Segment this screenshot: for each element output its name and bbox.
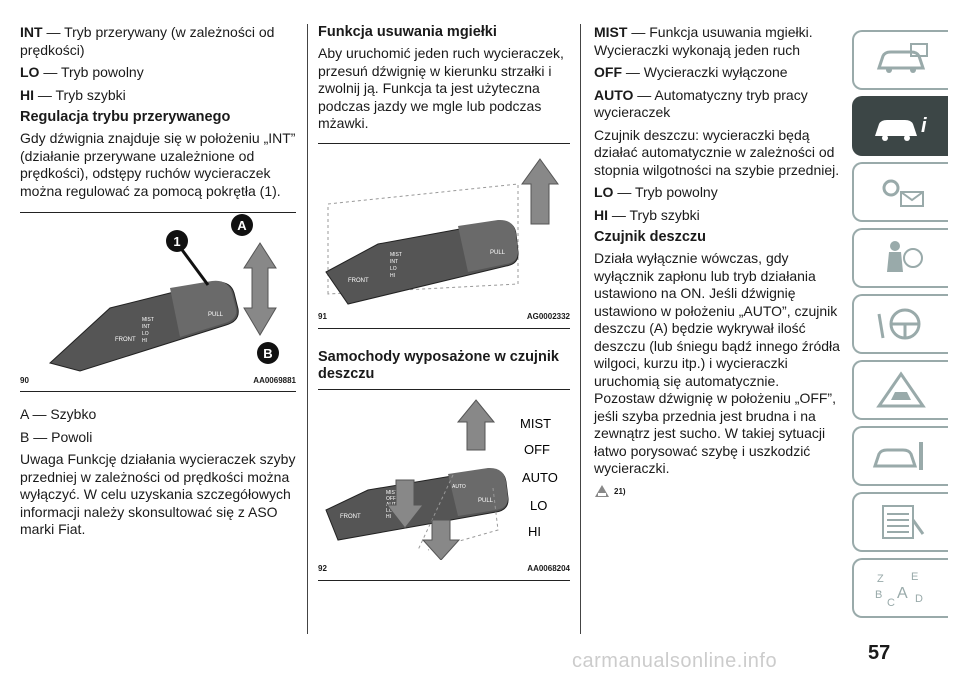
warning-car-icon — [595, 485, 609, 498]
column-divider — [307, 24, 308, 634]
legend-a: A — Szybko — [20, 406, 97, 422]
def-int: INT — Tryb przerywany (w zależności od p… — [20, 24, 275, 58]
car-info-icon: i — [875, 115, 927, 141]
warning-triangle-icon — [876, 371, 926, 408]
tab-safety[interactable] — [852, 228, 948, 288]
footer-watermark: carmanualsonline.info — [572, 650, 778, 672]
svg-text:MIST: MIST — [390, 252, 402, 258]
para-intermittent: Gdy dźwignia znajduje się w położeniu „I… — [20, 130, 296, 199]
note-text: Uwaga Funkcję działania wycieraczek szyb… — [20, 451, 296, 537]
figure-caption: 91 AG0002332 — [318, 312, 570, 321]
svg-text:E: E — [911, 571, 918, 583]
stalk-label-lo: LO — [142, 331, 149, 337]
def-mist: MIST — Funkcja usuwania mgiełki. Wyciera… — [594, 24, 813, 58]
heading-rain-sensor-2: Czujnik deszczu — [594, 229, 706, 245]
heading-rain-sensor: Samochody wyposażone w czujnik deszczu — [318, 348, 559, 382]
def-auto: AUTO — Automatyczny tryb pracy wycieracz… — [594, 86, 808, 121]
column-2: Funkcja usuwania mgiełki Aby uruchomić j… — [318, 24, 570, 595]
para-rain-sensor-2: Działa wyłącznie wówczas, gdy wyłącznik … — [594, 250, 840, 476]
svg-text:Z: Z — [877, 573, 884, 585]
svg-text:i: i — [921, 115, 927, 137]
legend-b: B — Powoli — [20, 428, 93, 445]
callout-mist: MIST — [520, 416, 551, 431]
column-1: INT — Tryb przerywany (w zależności od p… — [20, 24, 296, 544]
warning-reference: 21) — [594, 483, 842, 501]
svg-text:A: A — [897, 585, 908, 602]
callout-hi: HI — [528, 524, 541, 539]
up-arrow-icon — [521, 157, 559, 224]
stalk-label-hi: HI — [142, 338, 147, 344]
heading-intermittent: Regulacja trybu przerywanego — [20, 109, 231, 125]
callout-auto: AUTO — [522, 470, 558, 485]
up-arrow-icon — [456, 398, 496, 450]
svg-text:B: B — [263, 346, 272, 361]
def-lo: LO — Tryb powolny — [594, 184, 718, 200]
wiper-stalk-illustration: FRONT MIST INT LO HI PULL 1 A B — [48, 214, 279, 372]
lights-mail-icon — [882, 179, 924, 207]
def-lo: LO — Tryb powolny — [20, 64, 144, 80]
svg-text:INT: INT — [390, 259, 398, 265]
stalk-pull-label: PULL — [208, 312, 224, 318]
wiper-stalk-mist-illustration: FRONT MIST INT LO HI PULL — [325, 157, 559, 305]
page-number: 57 — [868, 642, 891, 664]
svg-text:FRONT: FRONT — [340, 514, 361, 520]
stalk-front-label: FRONT — [115, 337, 136, 343]
car-service-icon — [872, 442, 923, 470]
svg-text:HI: HI — [386, 514, 391, 520]
def-hi: HI — Tryb szybki — [594, 206, 700, 223]
callout-1-icon — [166, 230, 188, 252]
column-divider — [580, 24, 581, 634]
svg-text:MIST: MIST — [386, 490, 398, 496]
tab-car-info[interactable]: i — [852, 96, 948, 156]
svg-text:C: C — [887, 597, 895, 608]
svg-text:1: 1 — [173, 234, 180, 249]
rain-sensor-stalk-illustration: FRONT MIST OFF AUTO LO HI AUTO PULL MIST… — [325, 398, 558, 561]
para-rain-sensor-1: Czujnik deszczu: wycieraczki będą działa… — [594, 126, 840, 178]
stalk-label-mist: MIST — [142, 317, 154, 323]
tab-maintenance[interactable] — [852, 426, 948, 486]
tab-lights[interactable] — [852, 162, 948, 222]
tab-emergency[interactable] — [852, 360, 948, 420]
figure-91: FRONT MIST INT LO HI PULL 91 AG0002332 — [318, 142, 570, 329]
svg-text:PULL: PULL — [478, 498, 494, 504]
stalk-label-int: INT — [142, 324, 150, 330]
column-3: MIST — Funkcja usuwania mgiełki. Wyciera… — [594, 24, 842, 500]
spec-list-icon — [882, 505, 925, 539]
figure-caption: 90 AA0069881 — [20, 375, 296, 385]
heading-mist: Funkcja usuwania mgiełki — [318, 24, 497, 40]
svg-text:A: A — [237, 218, 247, 233]
rotate-arrow-icon — [243, 242, 277, 336]
figure-92: FRONT MIST OFF AUTO LO HI AUTO PULL MIST… — [318, 388, 570, 581]
car-dashboard-icon — [876, 43, 928, 73]
svg-text:LO: LO — [390, 266, 397, 272]
svg-text:PULL: PULL — [490, 250, 506, 256]
tab-driving[interactable] — [852, 294, 948, 354]
callout-lo: LO — [530, 498, 547, 513]
svg-text:HI: HI — [390, 273, 395, 279]
svg-text:LO: LO — [386, 508, 393, 514]
tab-specs[interactable] — [852, 492, 948, 552]
svg-text:D: D — [915, 593, 923, 605]
def-off: OFF — Wycieraczki wyłączone — [594, 64, 788, 80]
figure-caption: 92 AA0068204 — [318, 564, 570, 573]
svg-text:OFF: OFF — [386, 496, 396, 502]
callout-off: OFF — [524, 442, 550, 457]
def-hi: HI — Tryb szybki — [20, 86, 126, 103]
callout-a-icon — [231, 214, 253, 236]
svg-text:AUTO: AUTO — [452, 484, 466, 490]
svg-text:B: B — [875, 589, 882, 601]
figure-90: FRONT MIST INT LO HI PULL 1 A B 90 AA006… — [20, 212, 296, 392]
callout-b-icon — [257, 342, 279, 364]
para-mist: Aby uruchomić jeden ruch wycieraczek, pr… — [318, 45, 564, 131]
steering-wheel-icon — [877, 308, 921, 340]
stalk-front-label: FRONT — [348, 278, 369, 284]
down-arrow-1-icon — [385, 479, 425, 529]
down-arrow-2-icon — [421, 519, 461, 561]
airbag-person-icon — [887, 241, 923, 272]
tab-dashboard[interactable] — [852, 30, 948, 90]
